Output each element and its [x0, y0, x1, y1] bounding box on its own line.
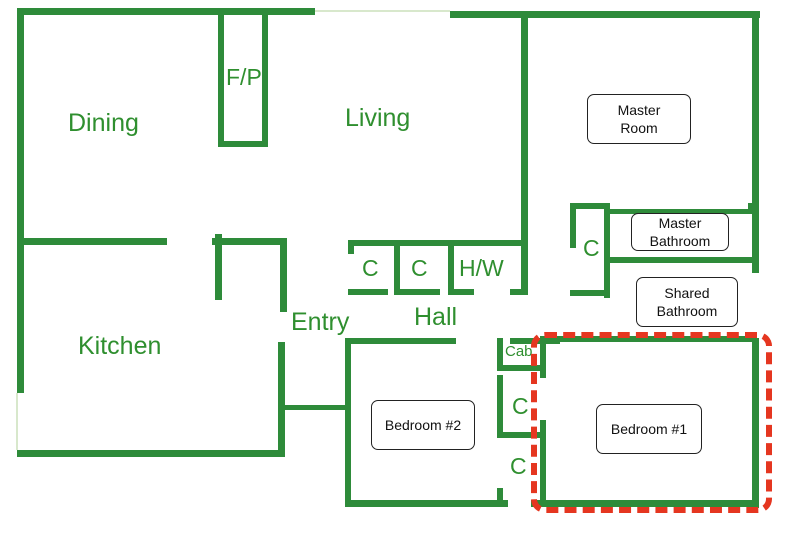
wall-bed2-right-b — [497, 375, 503, 435]
callout-master-bathroom: Master Bathroom — [631, 213, 729, 251]
wall-closet-bed-divider — [497, 432, 541, 438]
wall-right-stub — [748, 203, 756, 211]
wall-bath-divider — [604, 257, 754, 263]
wall-top-right — [450, 11, 760, 18]
wall-dining-kitchen-a — [17, 238, 167, 245]
wall-master-closet-left — [570, 203, 576, 248]
wall-fp-right — [262, 12, 268, 147]
room-label-hall: Hall — [414, 303, 458, 331]
wall-kitchen-entry-stub — [285, 405, 345, 410]
wall-hw-bottom — [454, 289, 474, 295]
wall-master-bath-top — [570, 203, 610, 209]
wall-bed1-top — [540, 336, 756, 342]
room-label-dining: Dining — [68, 109, 139, 137]
wall-right-lower — [752, 338, 759, 508]
wall-left-upper — [17, 8, 24, 393]
room-label-closet-hall-1: C — [362, 255, 379, 281]
wall-hw-bottom-b — [510, 289, 526, 295]
wall-bottom-bed1 — [531, 500, 759, 507]
wall-bed1-left-b — [540, 420, 546, 507]
wall-bed2-right-a — [497, 338, 503, 368]
callout-bedroom-2: Bedroom #2 — [371, 400, 475, 450]
wall-bottom-kitchen — [17, 450, 285, 457]
wall-dining-kitchen-b — [212, 238, 287, 245]
highlight-bedroom-1 — [531, 332, 772, 513]
room-label-cab: Cab — [505, 343, 533, 360]
wall-kitchen-stub — [215, 234, 222, 300]
wall-kitchen-right-a — [280, 238, 287, 312]
wall-top-left — [17, 8, 315, 15]
room-label-hw: H/W — [459, 255, 504, 281]
wall-living-right — [521, 13, 528, 295]
wall-right-upper — [752, 11, 759, 273]
wall-closet1-right — [394, 240, 400, 295]
wall-fp-left — [218, 12, 224, 147]
wall-bed2-top — [348, 338, 456, 344]
wall-bottom-bed2 — [348, 500, 508, 507]
wall-closet2-bottom — [400, 289, 440, 295]
wall-kitchen-right-b — [278, 342, 285, 454]
wall-closet1-left — [348, 240, 354, 254]
wall-closet1-bottom — [348, 289, 388, 295]
wall-fp-bottom — [218, 141, 268, 147]
room-label-living: Living — [345, 104, 411, 132]
room-label-closet-hall-2: C — [411, 255, 428, 281]
room-label-closet-master: C — [583, 235, 600, 261]
room-label-entry: Entry — [291, 308, 350, 336]
wall-master-closet-right — [604, 203, 610, 298]
wall-master-bath-top-b — [610, 209, 754, 214]
wall-cab-bottom — [497, 365, 541, 371]
wall-bed2-left — [345, 338, 351, 507]
room-label-closet-bed-2: C — [510, 453, 527, 479]
wall-bed1-left-a — [540, 338, 546, 378]
callout-bedroom-1: Bedroom #1 — [596, 404, 702, 454]
room-label-kitchen: Kitchen — [78, 332, 162, 360]
callout-shared-bathroom: Shared Bathroom — [636, 277, 738, 327]
room-label-fireplace: F/P — [226, 64, 262, 90]
wall-closet2-right — [448, 240, 454, 295]
room-label-closet-bed-1: C — [512, 393, 529, 419]
wall-bed2-right-c — [497, 488, 503, 507]
callout-master-room: Master Room — [587, 94, 691, 144]
wall-closets-top — [348, 240, 526, 246]
wall-master-closet-bottom — [570, 290, 610, 296]
